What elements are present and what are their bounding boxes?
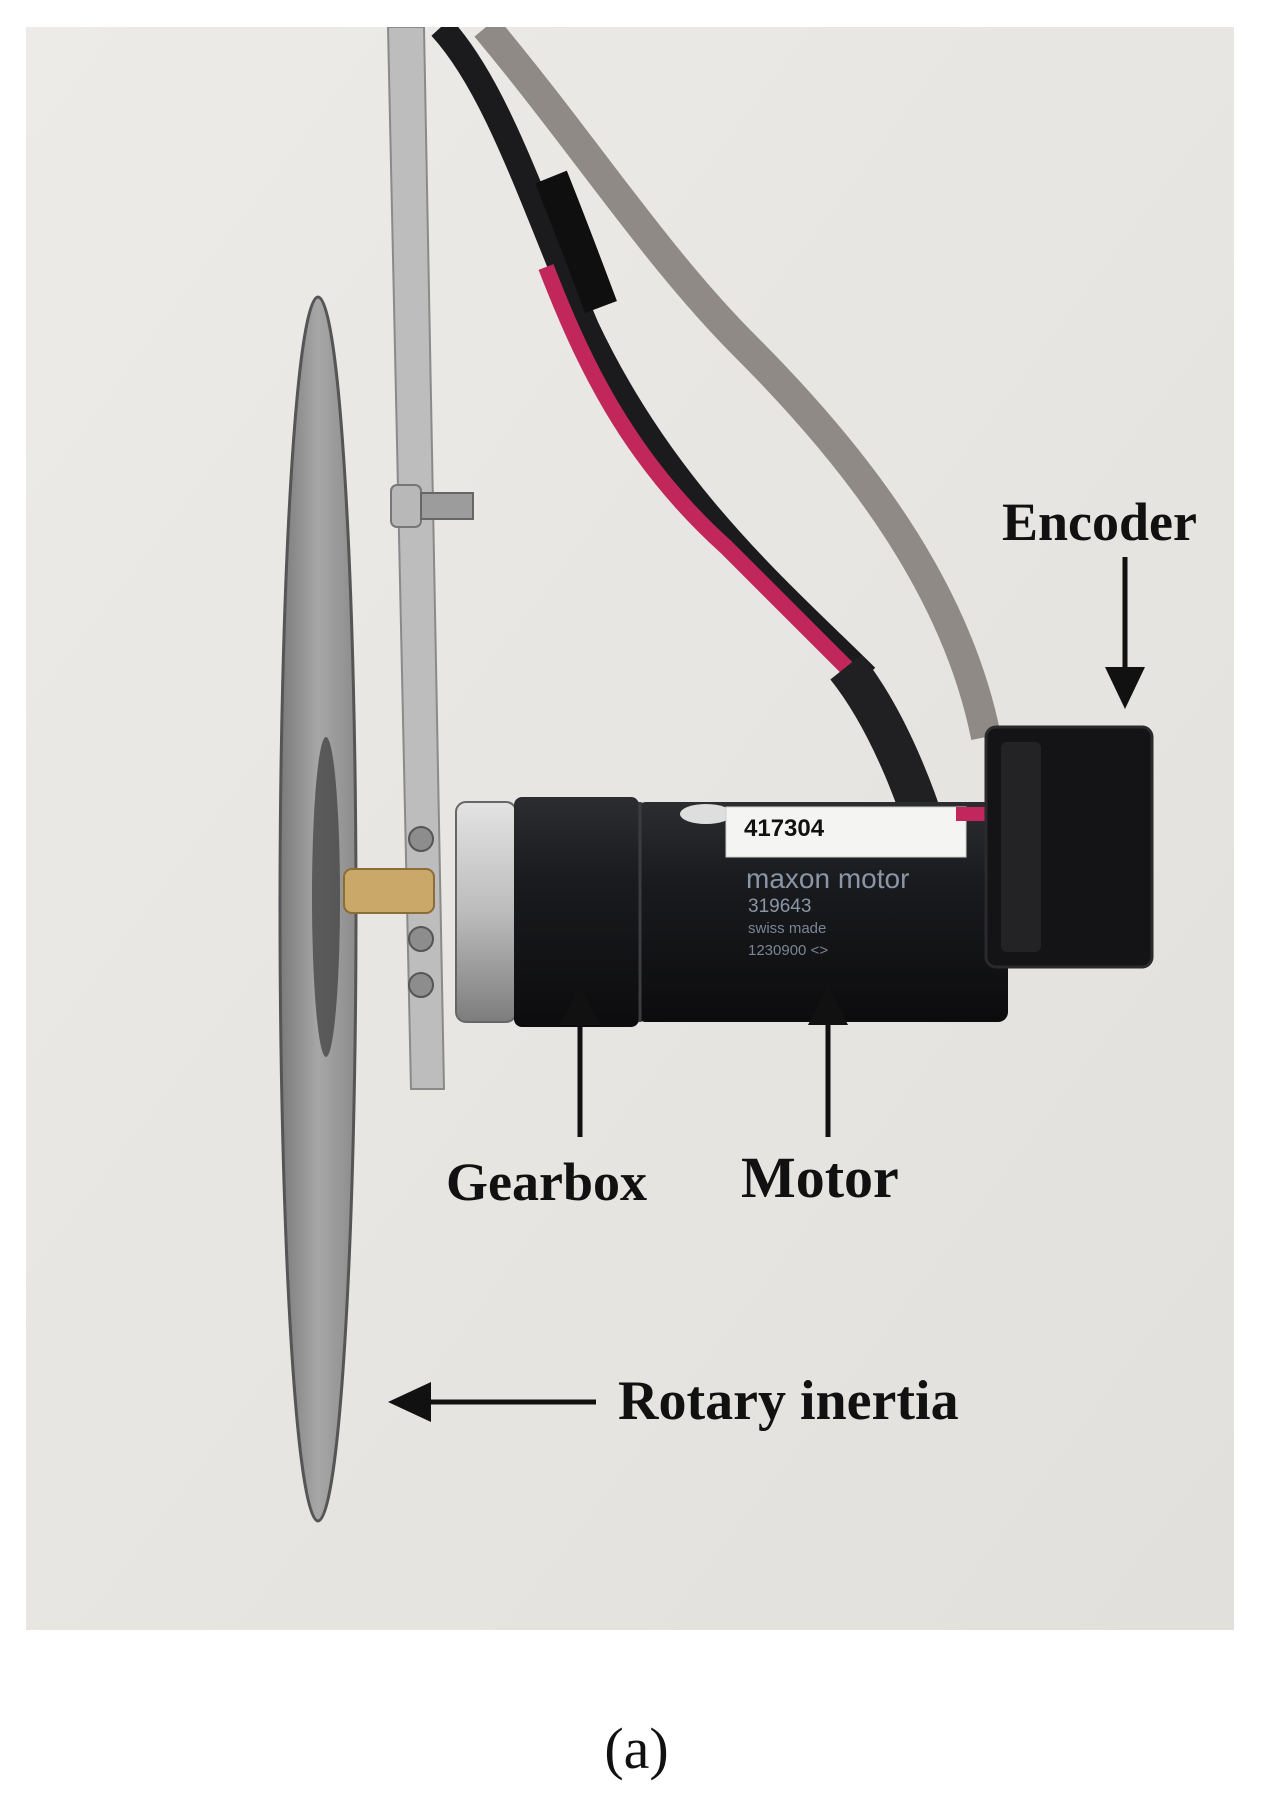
motor-sticker-number: 417304 (744, 815, 825, 842)
motor-model-print: 319643 (748, 896, 812, 917)
photo-drawing (26, 27, 1234, 1630)
inertia-arrow-head (388, 1382, 431, 1422)
bolt-bottom (408, 926, 434, 952)
motor-brand-print: maxon motor (746, 863, 910, 894)
grey-ribbon-cable (474, 27, 1001, 740)
motor-sticker (725, 806, 967, 858)
arrows (388, 557, 1145, 1422)
gearbox-label: Gearbox (446, 1152, 647, 1212)
gearbox-body (514, 797, 639, 1027)
encoder-arrow-head (1105, 667, 1145, 709)
mounting-plate (386, 27, 446, 1090)
shaft-coupling (343, 868, 435, 914)
screw-head (390, 484, 422, 528)
gearbox-flange (455, 801, 517, 1023)
motor-origin-print: swiss made (748, 920, 827, 937)
body-highlight (680, 804, 732, 824)
heat-shrink-sleeve (535, 170, 617, 313)
disk-hub-shadow (312, 737, 340, 1057)
rotary-inertia-label: Rotary inertia (618, 1370, 959, 1432)
encoder-cap (1001, 742, 1041, 952)
bolt-lower (408, 972, 434, 998)
gearbox-arrow-head (560, 985, 600, 1025)
motor-arrow-head (808, 985, 848, 1025)
red-cable (538, 264, 892, 713)
bolt-top (408, 826, 434, 852)
photo: 417304 maxon motor 319643 swiss made 123… (26, 27, 1234, 1630)
figure-caption: (a) (604, 1716, 669, 1781)
motor-serial-print: 1230900 <> (748, 942, 829, 959)
motor-label: Motor (741, 1145, 899, 1210)
screw-thread (420, 492, 474, 520)
encoder-label: Encoder (1002, 492, 1197, 552)
